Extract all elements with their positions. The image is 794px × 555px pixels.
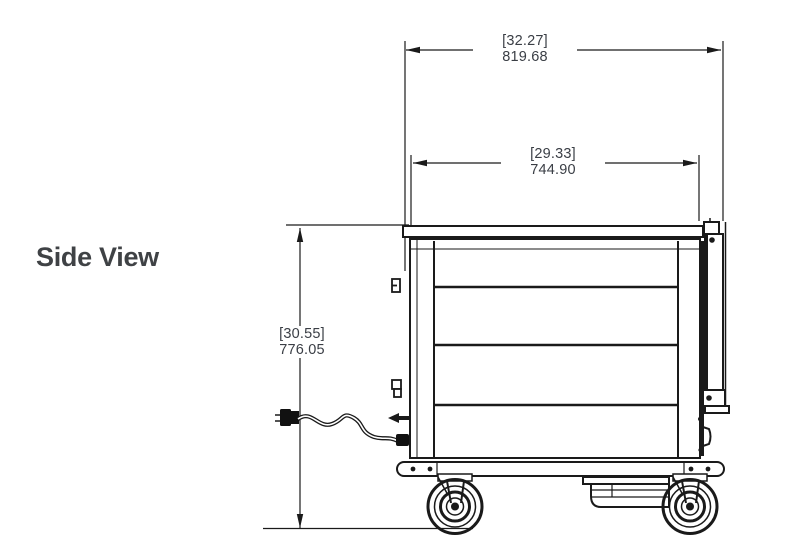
caster-rear [661,473,719,535]
arrowhead-right [683,159,697,167]
arrowhead-right [707,46,721,54]
cabinet-body [409,238,704,459]
bolt [688,466,694,472]
left-wall-fittings [388,278,410,423]
dimension-millimeters: 819.68 [502,49,548,65]
dimension-label-body-depth: [29.33] 744.90 [501,146,605,178]
dimension-millimeters: 776.05 [279,342,325,358]
bolt [410,466,416,472]
door-top-cap [703,221,720,235]
power-cord [275,409,409,446]
dimension-millimeters: 744.90 [530,162,576,178]
caster-front [426,473,484,535]
dimension-inches: [32.27] [502,33,548,49]
wheel [426,478,484,535]
compressor-box [582,476,670,508]
view-title: Side View [36,242,159,272]
door-panel [702,218,730,414]
arrowhead-bottom [296,514,304,528]
dimension-inches: [30.55] [279,326,325,342]
cord-connector [396,434,409,446]
top-panel [402,225,704,238]
latch-fitting [698,413,712,457]
arrowhead-left [406,46,420,54]
arrowhead-top [296,228,304,242]
wheel-hub [451,502,459,511]
hinge-pin-bottom [706,395,712,401]
dimension-inches: [29.33] [530,146,576,162]
plug [280,409,291,426]
wall-clip-lower [391,379,402,390]
cabinet [275,218,730,535]
bolt [427,466,433,472]
hinge-pin-top [709,237,715,243]
dimension-label-overall-depth: [32.27] 819.68 [473,33,577,65]
wheel-hub [686,502,694,511]
bolt [705,466,711,472]
drain-spigot [388,413,410,423]
arrowhead-left [413,159,427,167]
dimension-label-overall-height: [30.55] 776.05 [255,326,349,358]
wheel [661,478,719,535]
